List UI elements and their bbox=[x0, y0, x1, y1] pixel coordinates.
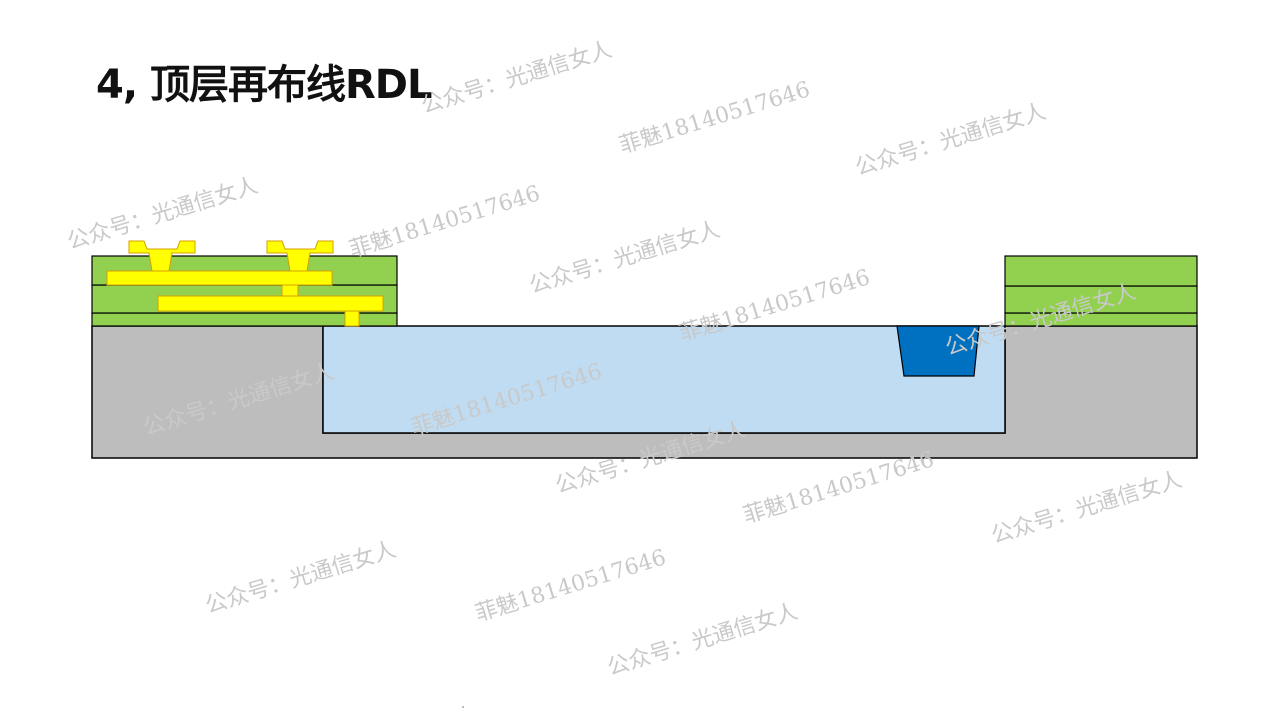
slide-title: 4, 顶层再布线RDL bbox=[96, 62, 432, 108]
metal-line-upper bbox=[106, 270, 333, 286]
metal-via-lower bbox=[344, 310, 360, 327]
right-dielectric-middle bbox=[1004, 285, 1198, 314]
right-dielectric-top bbox=[1004, 255, 1198, 287]
metal-line-lower bbox=[157, 295, 384, 312]
cavity-fill bbox=[322, 325, 1006, 434]
rdl-pad-1 bbox=[128, 240, 196, 272]
stray-dot bbox=[462, 706, 464, 708]
rdl-pad-2 bbox=[266, 240, 334, 272]
right-dielectric-bottom bbox=[1004, 312, 1198, 327]
metal-via-middle bbox=[281, 284, 299, 297]
waveguide-core bbox=[896, 325, 980, 377]
